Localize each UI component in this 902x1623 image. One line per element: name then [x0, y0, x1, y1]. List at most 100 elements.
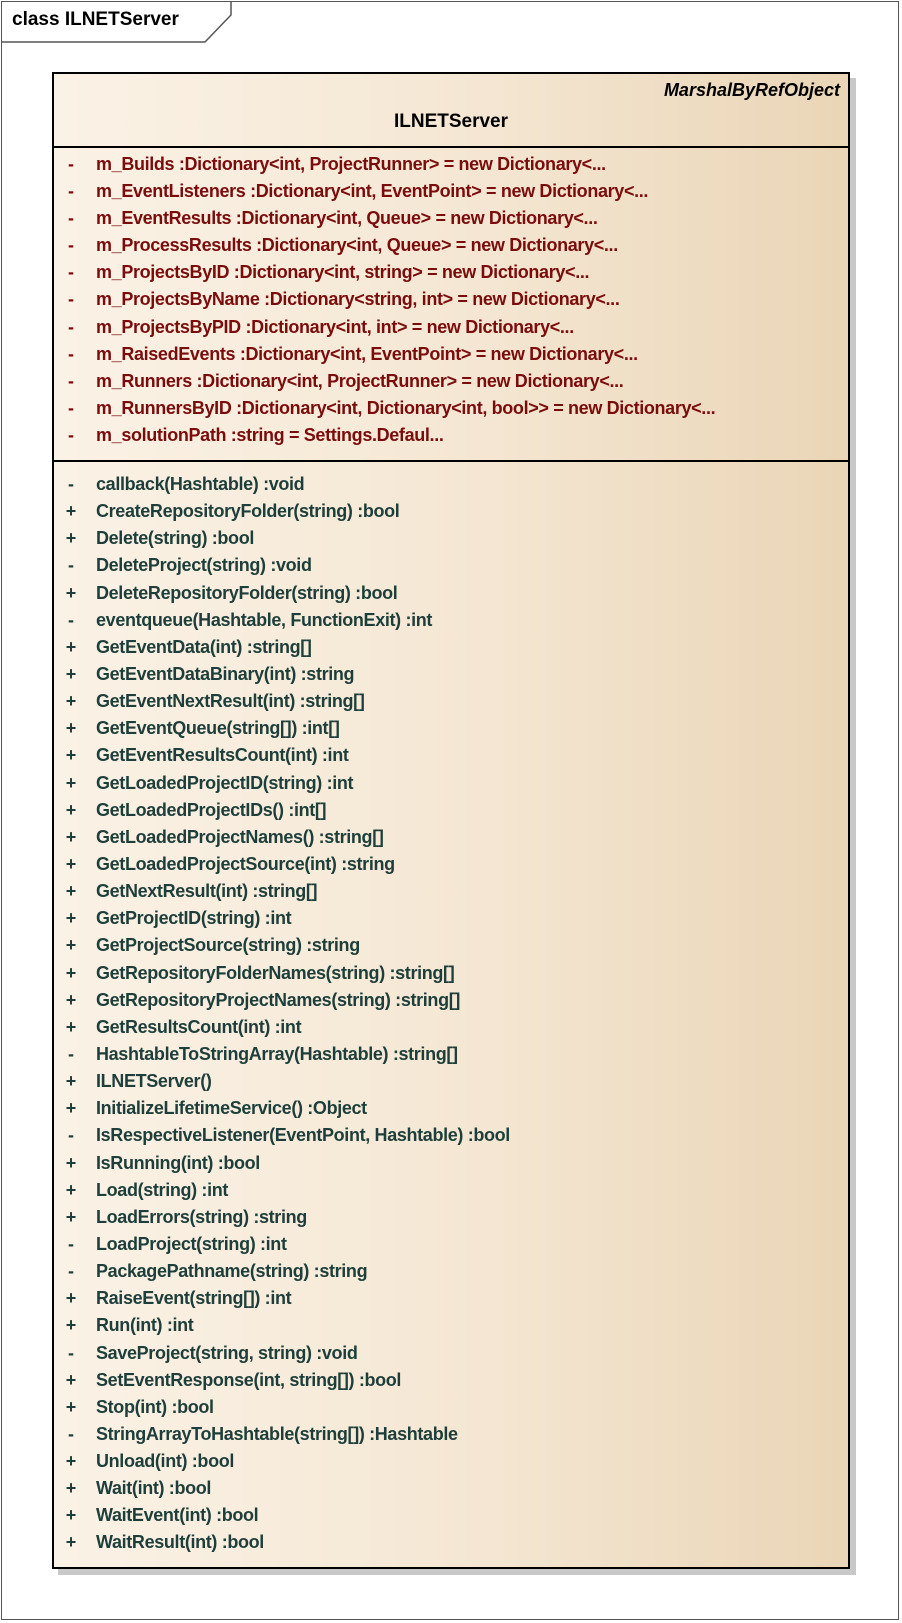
operation-row-signature: WaitEvent(int) :bool — [96, 1505, 259, 1526]
attribute-row[interactable]: -m_Builds :Dictionary<int, ProjectRunner… — [54, 152, 848, 179]
operation-row-signature: Run(int) :int — [96, 1315, 194, 1336]
operation-row[interactable]: + GetResultsCount(int) :int — [54, 1015, 848, 1042]
visibility-marker: - — [68, 474, 74, 494]
visibility-marker: - — [68, 289, 74, 310]
frame-tab — [1, 1, 233, 43]
operation-row[interactable]: +GetRepositoryProjectNames(string) :stri… — [54, 988, 848, 1015]
operation-row[interactable]: -DeleteProject(string) :void — [54, 553, 848, 580]
operation-row[interactable]: +GetLoadedProjectIDs() :int[] — [54, 798, 848, 825]
visibility-marker: + — [65, 908, 77, 929]
operation-row[interactable]: - StringArrayToHashtable(string[]) :Hasht… — [54, 1422, 848, 1449]
operation-row[interactable]: - PackagePathname(string) :string — [54, 1259, 848, 1286]
operation-row[interactable]: +Wait(int) :bool — [54, 1476, 848, 1503]
operation-row[interactable]: +CreateRepositoryFolder(string) :bool — [54, 499, 848, 526]
operation-row[interactable]: + Delete(string) :bool — [54, 526, 848, 553]
operation-row-signature: GetProjectID(string) :int — [96, 908, 292, 929]
class-ilnetserver[interactable]: MarshalByRefObject ILNETServer -m_Builds… — [52, 72, 850, 1569]
operation-row[interactable]: + GetProjectID(string) :int — [54, 906, 848, 933]
attribute-row[interactable]: -m_ProjectsByID :Dictionary<int, string>… — [54, 260, 848, 287]
visibility-marker: - — [68, 424, 74, 445]
operation-row[interactable]: +GetEventNextResult(int) :string[] — [54, 689, 848, 716]
attribute-row-signature: m_ProjectsByID :Dictionary<int, string> … — [96, 262, 590, 283]
operation-row[interactable]: +GetEventData(int) :string[] — [54, 635, 848, 662]
operation-row-signature: PackagePathname(string) :string — [96, 1261, 368, 1282]
visibility-marker: + — [65, 718, 77, 739]
operation-row[interactable]: +Stop(int) :bool — [54, 1395, 848, 1422]
visibility-marker: - — [68, 316, 74, 337]
attribute-row-signature: m_solutionPath :string = Settings.Defaul… — [96, 424, 444, 445]
attribute-row-signature: m_Builds :Dictionary<int, ProjectRunner>… — [96, 154, 606, 174]
operation-row[interactable]: - callback(Hashtable) :void — [54, 472, 848, 499]
operation-row-signature: GetResultsCount(int) :int — [96, 1016, 302, 1037]
operation-row[interactable]: +Run(int) :int — [54, 1313, 848, 1340]
operation-row-signature: Delete(string) :bool — [96, 528, 254, 549]
attribute-row[interactable]: -m_ProjectsByName :Dictionary<string, in… — [54, 287, 848, 314]
operation-row[interactable]: + GetProjectSource(string) :string — [54, 933, 848, 960]
visibility-marker: + — [65, 853, 77, 874]
operation-row-signature: DeleteProject(string) :void — [96, 555, 312, 576]
visibility-marker: - — [68, 1233, 74, 1254]
operation-row[interactable]: +GetEventDataBinary(int) :string — [54, 662, 848, 689]
operation-row-signature: GetRepositoryFolderNames(string) :string… — [96, 962, 455, 983]
attribute-row[interactable]: -m_EventListeners :Dictionary<int, Event… — [54, 179, 848, 206]
visibility-marker: + — [65, 1016, 77, 1037]
operation-row-signature: eventqueue(Hashtable, FunctionExit) :int — [96, 609, 433, 630]
visibility-marker: + — [65, 1152, 77, 1173]
operation-row-signature: GetEventResultsCount(int) :int — [96, 745, 349, 766]
operation-row-signature: Load(string) :int — [96, 1179, 229, 1200]
operation-row[interactable]: +WaitResult(int) :bool — [54, 1530, 848, 1557]
attribute-row-signature: m_RunnersByID :Dictionary<int, Dictionar… — [96, 397, 716, 418]
operation-row-signature: GetLoadedProjectSource(int) :string — [96, 853, 395, 874]
attribute-row-signature: m_Runners :Dictionary<int, ProjectRunner… — [96, 370, 624, 391]
operation-row[interactable]: + GetLoadedProjectSource(int) :string — [54, 852, 848, 879]
operation-row[interactable]: +GetEventResultsCount(int) :int — [54, 743, 848, 770]
visibility-marker: + — [65, 1505, 77, 1526]
operation-row[interactable]: +Unload(int) :bool — [54, 1449, 848, 1476]
attribute-row[interactable]: -m_ProcessResults :Dictionary<int, Queue… — [54, 233, 848, 260]
operation-row[interactable]: +ILNETServer() — [54, 1069, 848, 1096]
operation-row[interactable]: +GetEventQueue(string[]) :int[] — [54, 716, 848, 743]
attribute-row-signature: m_RaisedEvents :Dictionary<int, EventPoi… — [96, 343, 638, 364]
operation-row-signature: IsRunning(int) :bool — [96, 1152, 260, 1173]
visibility-marker: - — [68, 1261, 74, 1282]
visibility-marker: + — [65, 1369, 77, 1390]
visibility-marker: + — [65, 1179, 77, 1200]
visibility-marker: + — [65, 582, 77, 603]
attribute-row[interactable]: -m_Runners :Dictionary<int, ProjectRunne… — [54, 369, 848, 396]
attributes-compartment: - m_Builds :Dictionary<int, ProjectRunner… — [54, 152, 848, 450]
visibility-marker: - — [68, 1423, 74, 1444]
operation-row[interactable]: +LoadErrors(string) :string — [54, 1205, 848, 1232]
operation-row[interactable]: -IsRespectiveListener(EventPoint, Hashta… — [54, 1123, 848, 1150]
visibility-marker: + — [65, 935, 77, 956]
operation-row[interactable]: +InitializeLifetimeService() :Object — [54, 1096, 848, 1123]
attribute-row[interactable]: - m_RaisedEvents :Dictionary<int, EventPo… — [54, 342, 848, 369]
operation-row[interactable]: +GetLoadedProjectNames() :string[] — [54, 825, 848, 852]
operation-row[interactable]: - LoadProject(string) :int — [54, 1232, 848, 1259]
operation-row-signature: callback(Hashtable) :void — [96, 474, 305, 494]
visibility-marker: + — [65, 528, 77, 549]
operation-row-signature: SetEventResponse(int, string[]) :bool — [96, 1369, 402, 1390]
visibility-marker: - — [68, 343, 74, 364]
class-stereotype: MarshalByRefObject — [663, 80, 840, 100]
operation-row[interactable]: +GetLoadedProjectID(string) :int — [54, 771, 848, 798]
operation-row[interactable]: +GetNextResult(int) :string[] — [54, 879, 848, 906]
operation-row-signature: StringArrayToHashtable(string[]) :Hashta… — [96, 1423, 458, 1444]
operation-row[interactable]: -SaveProject(string, string) :void — [54, 1341, 848, 1368]
attribute-row[interactable]: -m_ProjectsByPID :Dictionary<int, int> =… — [54, 315, 848, 342]
operation-row-signature: GetProjectSource(string) :string — [96, 935, 360, 956]
operation-row[interactable]: + Load(string) :int — [54, 1178, 848, 1205]
operation-row[interactable]: + SetEventResponse(int, string[]) :bool — [54, 1368, 848, 1395]
operation-row-signature: LoadProject(string) :int — [96, 1233, 287, 1254]
operation-row[interactable]: -eventqueue(Hashtable, FunctionExit) :in… — [54, 608, 848, 635]
attribute-row[interactable]: -m_EventResults :Dictionary<int, Queue> … — [54, 206, 848, 233]
visibility-marker: + — [65, 1288, 77, 1309]
operation-row[interactable]: + WaitEvent(int) :bool — [54, 1503, 848, 1530]
attribute-row[interactable]: - m_solutionPath :string = Settings.Defau… — [54, 423, 848, 450]
operation-row-signature: GetLoadedProjectID(string) :int — [96, 772, 354, 793]
operation-row[interactable]: +GetRepositoryFolderNames(string) :strin… — [54, 961, 848, 988]
attribute-row[interactable]: -m_RunnersByID :Dictionary<int, Dictiona… — [54, 396, 848, 423]
operation-row[interactable]: +DeleteRepositoryFolder(string) :bool — [54, 581, 848, 608]
operation-row[interactable]: -HashtableToStringArray(Hashtable) :stri… — [54, 1042, 848, 1069]
operation-row[interactable]: +RaiseEvent(string[]) :int — [54, 1286, 848, 1313]
operation-row[interactable]: + IsRunning(int) :bool — [54, 1151, 848, 1178]
